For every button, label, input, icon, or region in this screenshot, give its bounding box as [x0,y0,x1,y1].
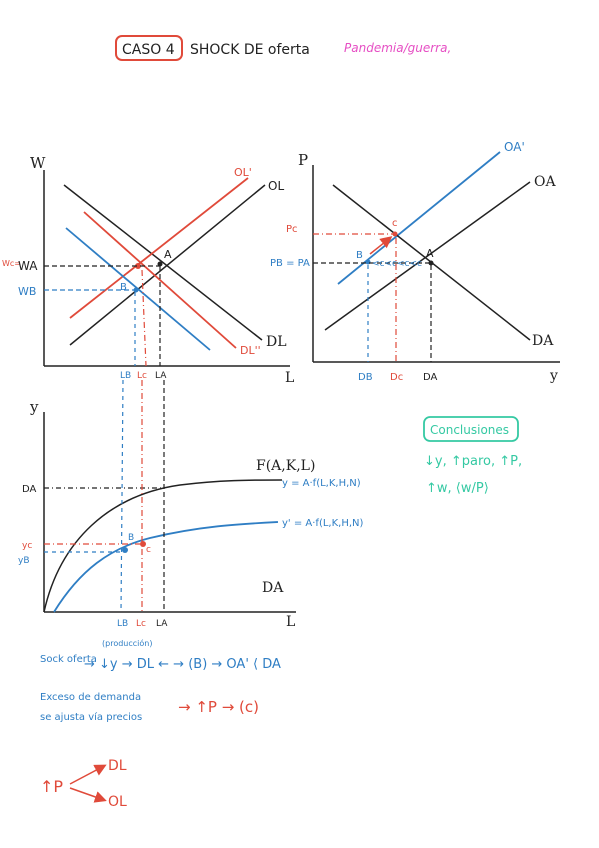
labor-x-axis-label: L [285,370,294,386]
labor-wage-c-label: Wc= [2,259,21,268]
prod-point-b-label: B [128,533,134,543]
goods-arrow-b-to-c [369,236,393,255]
note-excess-chain: → ↑P → (c) [178,698,259,716]
labor-supply-ol-prime-label: OL' [234,166,252,179]
prod-da-axis-label: DA [22,484,37,495]
note-ol-label: OL [108,794,127,810]
labor-la-label: LA [155,371,167,381]
goods-price-c-label: Pc [286,224,298,235]
prod-yc-label: yc [22,541,32,551]
goods-point-b [365,259,371,265]
labor-point-c [135,263,141,269]
goods-supply-oa-label: OA [534,174,556,190]
prod-point-c-label: c [146,545,151,555]
prod-demand-label: DA [262,580,284,596]
prod-function-label: F(A,K,L) [256,458,315,474]
labor-y-axis-label: W [30,154,46,172]
labor-wage-b-label: WB [18,285,36,298]
labor-demand-dl-second-label: DL'' [240,344,261,357]
prod-eq1-label: y = A·f(L,K,H,N) [282,478,361,489]
notes-group: (producción) Sock oferta → ↓y → DL ← → (… [40,638,281,810]
goods-supply-oa [324,181,531,331]
labor-demand-dl-label: DL [266,334,287,350]
goods-supply-oa-prime [337,151,501,285]
prod-lc-label: Lc [136,619,146,629]
conclusions-line1: ↓y, ↑paro, ↑P, [424,454,522,469]
labor-point-a-label: A [164,248,172,261]
labor-wage-a-label: WA [18,259,38,273]
title-note: Pandemia/guerra, [344,41,451,55]
production-graph: y L F(A,K,L) y = A·f(L,K,H,N) y' = A·f(L… [18,398,364,630]
prod-point-b [122,547,128,553]
labor-lc-label: Lc [137,371,147,381]
goods-market-graph: P y OA OA' DA A c B Pc PB = PA <c<c<c<c … [270,140,560,384]
labor-demand-dl-second [83,211,237,349]
case-label: CASO 4 [122,42,175,58]
conclusions-box [423,416,519,442]
labor-point-b-label: B [120,282,127,293]
case-box [115,35,183,61]
prod-x-axis-label: L [286,614,295,630]
goods-da-label: DA [423,372,438,383]
goods-supply-oa-prime-label: OA' [504,140,525,154]
connector-lb [120,379,124,613]
prod-yb-label: yB [18,556,30,566]
note-p-label: ↑P [40,777,63,796]
labor-supply-ol-prime [69,177,249,319]
goods-point-a-label: A [426,247,434,260]
prod-lb-label: LB [117,619,128,629]
note-arrow-up [69,764,107,785]
prod-curve-shifted [53,521,279,613]
goods-arrows-label: <c<c<c<c [372,259,422,269]
conclusions-group: Conclusiones ↓y, ↑paro, ↑P, ↑w, ⟨w/P⟩ [423,416,522,496]
goods-price-a-label: PB = PA [270,258,310,269]
labor-supply-ol [69,184,266,346]
note-arrow-down [69,787,107,803]
goods-dc-label: Dc [390,372,403,383]
goods-point-b-label: B [356,250,363,261]
labor-demand-dl [63,184,263,341]
prod-y-axis-label: y [29,398,39,416]
goods-demand-da-label: DA [532,333,554,349]
note-excess-line2: se ajusta vía precios [40,711,142,723]
note-shock-small: (producción) [102,638,152,648]
conclusions-line2: ↑w, ⟨w/P⟩ [426,481,489,496]
goods-point-c-label: c [392,218,398,229]
labor-market-graph: W L DL OL OL' DL'' A B Wc= WA WB LB Lc [2,154,294,386]
conclusions-heading: Conclusiones [430,423,509,437]
goods-db-label: DB [358,372,373,383]
title-main: SHOCK DE oferta [190,42,310,58]
note-shock-line: Sock oferta [40,654,97,665]
prod-curve-original [43,479,283,613]
prod-eq2-label: y' = A·f(L,K,H,N) [282,518,364,529]
labor-lc-dash [141,269,147,367]
goods-x-axis-label: y [549,368,558,384]
labor-lb-label: LB [120,371,131,381]
goods-y-axis-label: P [298,151,308,169]
note-excess-line1: Exceso de demanda [40,692,141,703]
labor-point-a [157,261,163,267]
goods-point-a [428,260,434,266]
prod-la-label: LA [156,619,168,629]
note-dl-label: DL [108,758,127,774]
note-shock-chain: → ↓y → DL ← → (B) → OA' ⟨ DA [84,657,281,672]
labor-supply-ol-label: OL [268,179,284,193]
title-group: CASO 4 SHOCK DE oferta Pandemia/guerra, [115,35,451,61]
